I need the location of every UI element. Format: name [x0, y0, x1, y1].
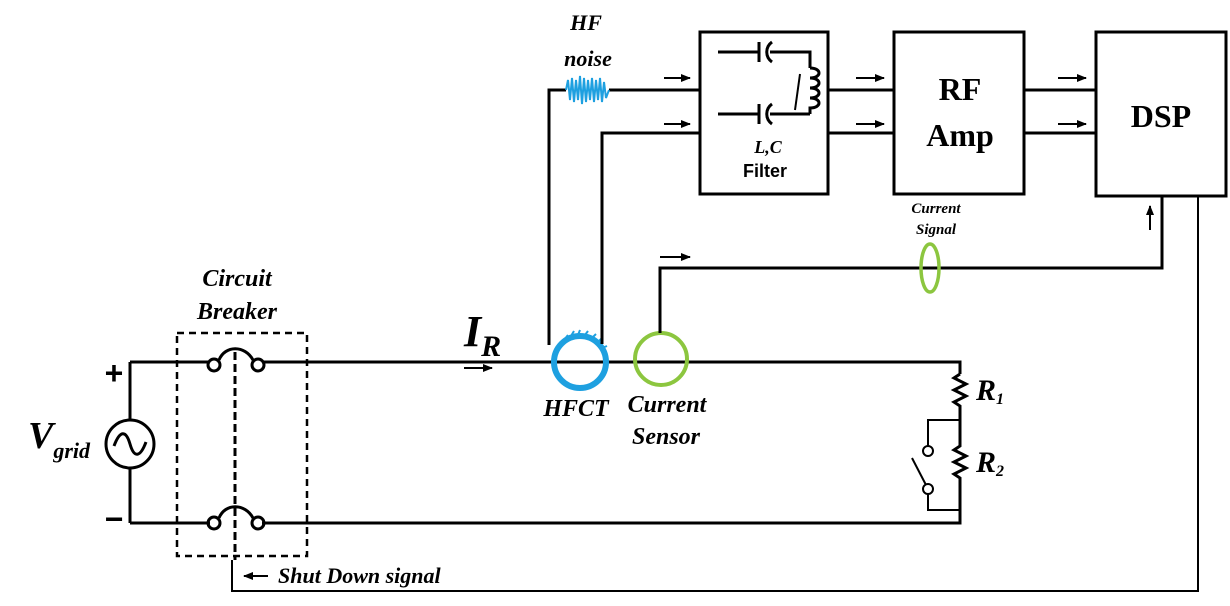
- vgrid-label: Vgrid: [28, 415, 91, 463]
- rf-amp-label-1: RF: [939, 71, 982, 107]
- hfct-label: HFCT: [542, 396, 610, 422]
- resistor-r1: [950, 372, 970, 420]
- hf-noise-burst: [565, 75, 610, 105]
- dsp-label: DSP: [1131, 98, 1191, 134]
- hfct-lead-1: [547, 88, 566, 345]
- current-sensor-label-1: Current: [628, 392, 708, 418]
- current-sensor-label-2: Sensor: [632, 424, 701, 450]
- filter-lc-label: L,C: [753, 137, 782, 157]
- minus-sign: −: [105, 501, 124, 537]
- r2-label-sub: 2: [995, 463, 1004, 480]
- ac-source: [104, 418, 156, 470]
- plus-sign: +: [105, 355, 124, 391]
- hfct-coil-turns: [557, 329, 608, 349]
- hfct-sensor: [551, 329, 609, 391]
- current-signal-loop: [919, 242, 941, 294]
- current-signal-wire: [658, 196, 1164, 333]
- bypass-switch: [911, 419, 960, 511]
- hfct-ring: [551, 333, 609, 391]
- r1-label-main: R: [975, 374, 996, 407]
- r2-label-main: R: [975, 446, 996, 479]
- current-signal-label-2: Signal: [916, 222, 957, 238]
- breaker-switch-bottom: [206, 505, 266, 531]
- bottom-wire-main: [262, 510, 962, 525]
- rf-amp-box: [892, 30, 1026, 196]
- current-label: IR: [463, 307, 501, 363]
- r1-label: R1: [975, 374, 1004, 408]
- vgrid-label-sub: grid: [52, 438, 91, 463]
- dsp-box: [1094, 30, 1228, 198]
- breaker-switch-top: [206, 347, 266, 373]
- current-label-main: I: [463, 307, 483, 356]
- hf-noise-label-1: HF: [569, 10, 602, 35]
- current-signal-label-1: Current: [911, 201, 961, 217]
- lc-filter-symbol: [718, 40, 821, 126]
- circuit-breaker-label-1: Circuit: [202, 266, 273, 292]
- shutdown-wire: [231, 197, 1199, 592]
- circuit-breaker-box: [175, 331, 309, 558]
- r2-label: R2: [975, 446, 1004, 480]
- ac-source-circle: [104, 418, 156, 470]
- current-label-sub: R: [480, 330, 501, 363]
- shutdown-label: Shut Down signal: [278, 563, 442, 588]
- resistor-r2: [950, 420, 970, 510]
- sine-icon: [112, 432, 148, 456]
- top-wire-main: [262, 360, 962, 374]
- r1-label-sub: 1: [996, 391, 1004, 408]
- power-loop: [128, 360, 962, 525]
- circuit-breaker-label-2: Breaker: [196, 299, 278, 325]
- current-sensor-ring: [633, 331, 689, 387]
- filter-label: Filter: [743, 161, 787, 181]
- hf-noise-label-2: noise: [564, 46, 612, 71]
- vgrid-label-main: V: [28, 415, 56, 457]
- hfct-lead-2: [600, 131, 700, 344]
- rf-amp-label-2: Amp: [926, 117, 994, 153]
